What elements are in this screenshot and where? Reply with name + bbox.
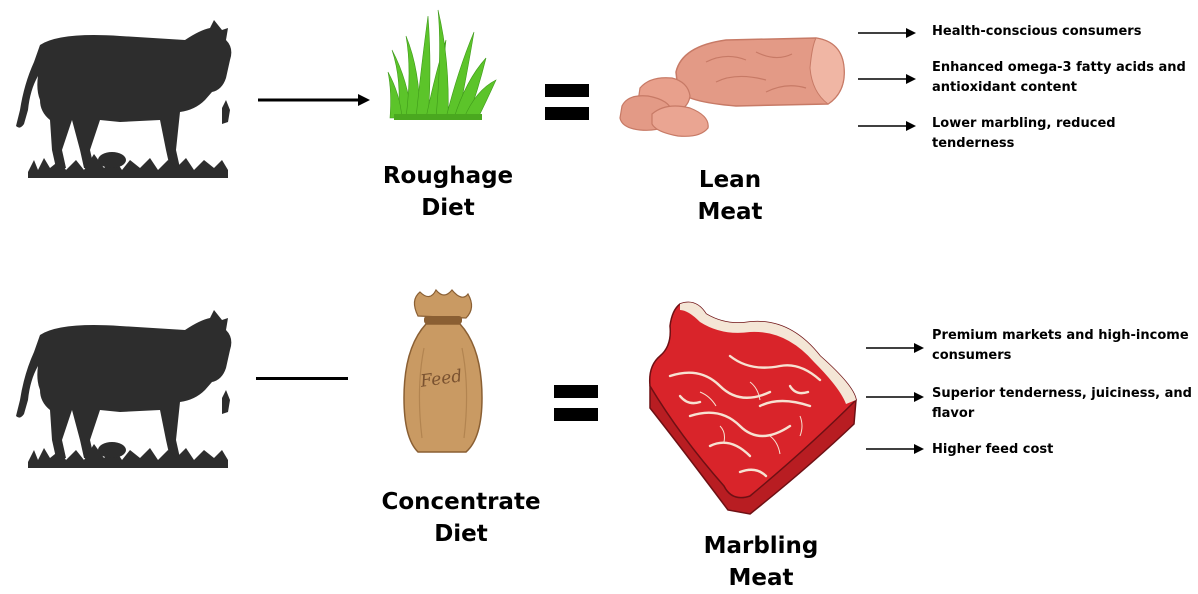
note-arrow [866, 391, 924, 403]
note-line: consumers [932, 346, 1194, 366]
diet-label-roughage: Roughage Diet [368, 160, 528, 224]
label-line: Roughage [368, 160, 528, 192]
note-text: Lower marbling, reduced tenderness [932, 114, 1194, 154]
label-line: Marbling [686, 530, 836, 562]
meat-label-marbling: Marbling Meat [686, 530, 836, 594]
note-text: Enhanced omega-3 fatty acids and antioxi… [932, 58, 1194, 98]
note-arrow [858, 120, 916, 132]
diet-label-concentrate: Concentrate Diet [366, 486, 556, 550]
meat-label-lean: Lean Meat [670, 164, 790, 228]
equals-sign [554, 385, 598, 421]
note-text: Premium markets and high-income consumer… [932, 326, 1194, 366]
label-line: Concentrate [366, 486, 556, 518]
diet-arrow [258, 92, 370, 108]
note-arrow [858, 27, 916, 39]
note-line: Superior tenderness, juiciness, and [932, 384, 1194, 404]
note-arrow [866, 443, 924, 455]
cow-silhouette-icon [0, 290, 240, 480]
label-line: Diet [368, 192, 528, 224]
note-text: Health-conscious consumers [932, 22, 1194, 42]
cow-silhouette-icon [0, 0, 240, 190]
lean-meat-icon [616, 32, 850, 142]
marbled-steak-icon [640, 296, 866, 518]
feed-sack-icon: Feed [396, 288, 488, 458]
label-line: Meat [686, 562, 836, 594]
note-text: Higher feed cost [932, 440, 1194, 460]
note-text: Superior tenderness, juiciness, and flav… [932, 384, 1194, 424]
diet-line [256, 377, 348, 380]
note-line: flavor [932, 404, 1194, 424]
label-line: Lean [670, 164, 790, 196]
note-line: Enhanced omega-3 fatty acids and [932, 58, 1194, 78]
note-arrow [858, 73, 916, 85]
note-arrow [866, 342, 924, 354]
equals-sign [545, 84, 589, 120]
note-line: Lower marbling, reduced tenderness [932, 114, 1194, 154]
note-line: antioxidant content [932, 78, 1194, 98]
label-line: Meat [670, 196, 790, 228]
note-line: Health-conscious consumers [932, 22, 1194, 42]
label-line: Diet [366, 518, 556, 550]
grass-icon [388, 10, 498, 122]
note-line: Higher feed cost [932, 440, 1194, 460]
note-line: Premium markets and high-income [932, 326, 1194, 346]
